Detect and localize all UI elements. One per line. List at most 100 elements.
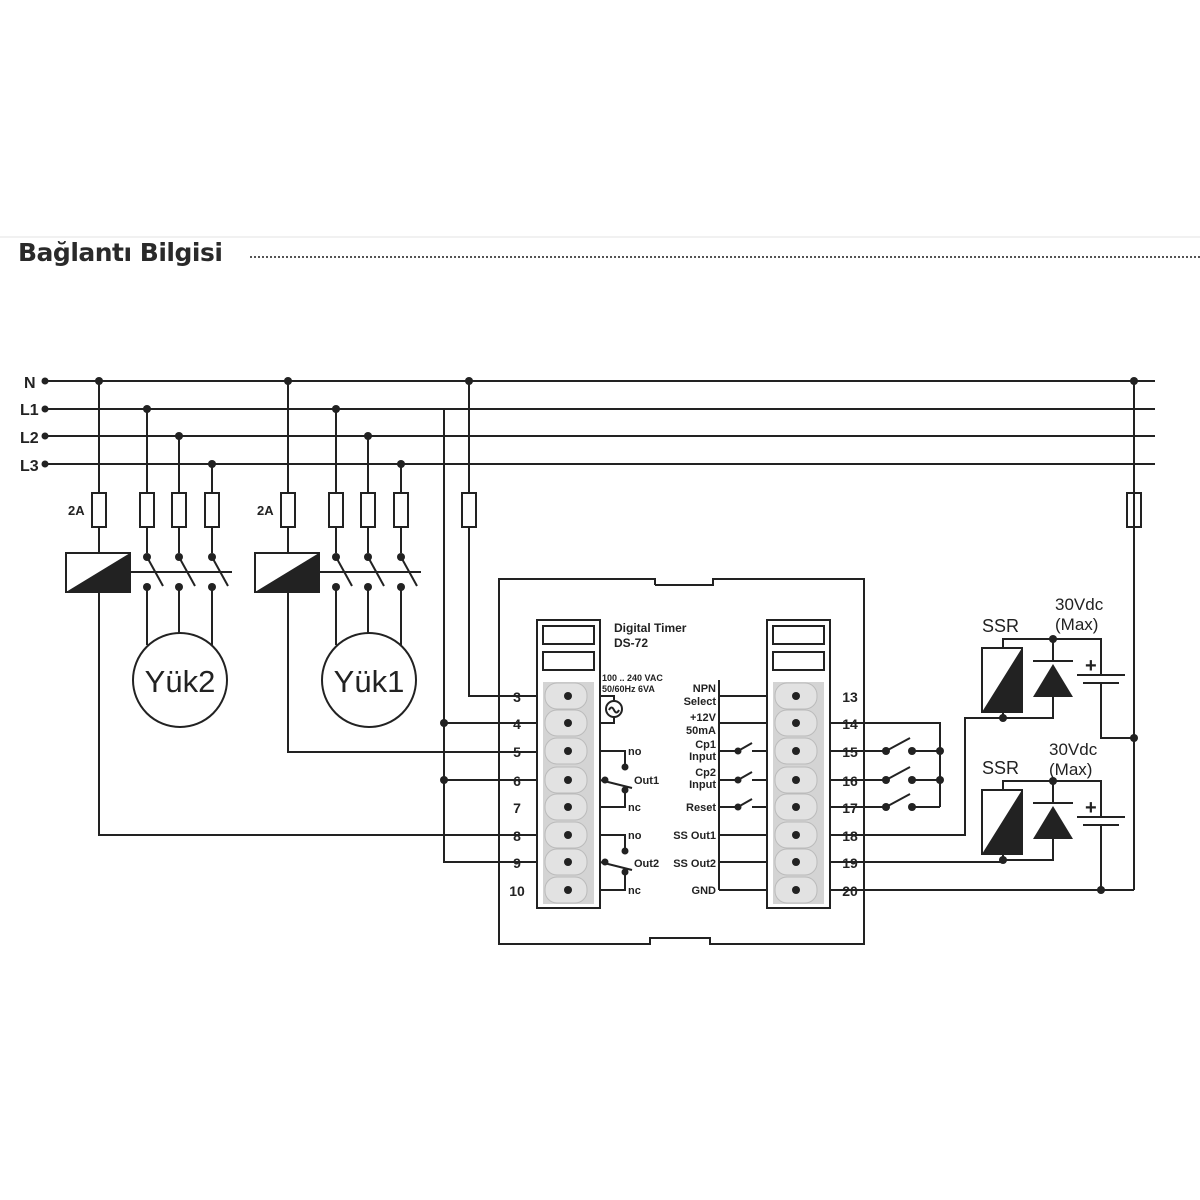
contact-blade	[178, 556, 196, 587]
ssr-voltage: 30Vdc	[1049, 740, 1098, 759]
contact-blade	[211, 556, 229, 587]
relay1-nc-label: nc	[628, 802, 641, 814]
relay-no-wire	[600, 750, 626, 767]
npn-select-label-2: Select	[684, 696, 717, 708]
terminal-number: 9	[513, 855, 521, 871]
external-switch	[885, 793, 911, 808]
diode-icon	[1033, 806, 1073, 839]
ssr-voltage: 30Vdc	[1055, 595, 1104, 614]
terminal-number: 8	[513, 828, 521, 844]
terminal-dot	[564, 719, 572, 727]
terminal-dot	[792, 692, 800, 700]
contact-blade	[367, 556, 385, 587]
relay-dot	[621, 763, 629, 771]
input-switch	[737, 798, 753, 808]
fuse-rating-label: 2A	[68, 503, 85, 518]
relay1-label: Out1	[634, 775, 659, 787]
top-blank-band	[0, 0, 1200, 238]
coil-fill	[255, 553, 319, 592]
terminal-dot	[792, 858, 800, 866]
junction-dot	[936, 776, 944, 784]
fuse-icon	[171, 492, 187, 528]
terminal-number: 6	[513, 773, 521, 789]
fuse-icon	[360, 492, 376, 528]
terminal-dot	[564, 803, 572, 811]
relay-nc-wire	[600, 790, 626, 808]
wire	[1100, 683, 1134, 739]
bus-lines: N L1 L2 L3	[20, 375, 1155, 475]
fuse-icon	[204, 492, 220, 528]
terminal-number: 5	[513, 744, 521, 760]
relay-switch	[599, 861, 633, 871]
relay2-nc-label: nc	[628, 885, 641, 897]
bus-label-n: N	[24, 375, 36, 392]
ssr-voltage-max: (Max)	[1049, 760, 1092, 779]
terminal-dot	[564, 831, 572, 839]
external-switch	[885, 737, 911, 752]
device-wiring-left	[98, 409, 537, 863]
relay-nc-wire	[600, 872, 626, 891]
terminal-dot	[564, 776, 572, 784]
terminal-dot	[792, 747, 800, 755]
dotted-leader	[250, 256, 1200, 258]
fuse-icon	[393, 492, 409, 528]
terminal-slot	[542, 625, 595, 645]
fuse-icon	[328, 492, 344, 528]
terminal-strip	[766, 619, 831, 909]
junction-dot	[999, 856, 1007, 864]
device-model: DS-72	[614, 636, 648, 650]
load-yuk2-label: Yük2	[145, 664, 216, 699]
supply-voltage: 100 .. 240 VAC	[602, 673, 663, 683]
ssr-voltage-max: (Max)	[1055, 615, 1098, 634]
bus-label-l1: L1	[20, 402, 39, 419]
junction-dot	[999, 714, 1007, 722]
junction-dot	[936, 747, 944, 755]
relay-no-wire	[600, 834, 626, 851]
contact-blade	[146, 556, 164, 587]
supply-frequency: 50/60Hz 6VA	[602, 684, 655, 694]
terminal-dot	[564, 858, 572, 866]
fuse-icon	[280, 492, 296, 528]
bus-label-l2: L2	[20, 430, 39, 447]
terminal-number: 7	[513, 800, 521, 816]
cp1-label: Cp1	[695, 739, 716, 751]
terminal-dot	[792, 776, 800, 784]
terminal-slot	[772, 651, 825, 671]
fuse-rating-label: 2A	[257, 503, 274, 518]
digital-timer-ds72: Digital Timer DS-72 100 .. 240 VAC 50/60…	[498, 578, 865, 945]
input-switch	[737, 771, 753, 781]
device-wiring-right	[829, 381, 1138, 894]
diode-icon	[1033, 664, 1073, 697]
terminal-number: 3	[513, 689, 521, 705]
device-name: Digital Timer	[614, 621, 687, 635]
contactors	[65, 552, 421, 645]
npn-select-label-1: NPN	[693, 683, 716, 695]
battery-plus-sign: +	[1085, 655, 1097, 677]
50ma-label: 50mA	[686, 725, 716, 737]
contact-blade	[400, 556, 418, 587]
battery-plus-sign: +	[1085, 797, 1097, 819]
bus-label-l3: L3	[20, 458, 39, 475]
input-switch	[737, 742, 753, 752]
relay2-label: Out2	[634, 858, 659, 870]
plus12v-label: +12V	[690, 712, 717, 724]
terminal-strip	[536, 619, 601, 909]
terminal-slot	[542, 651, 595, 671]
terminal-number: 13	[842, 689, 858, 705]
ss-out1-label: SS Out1	[673, 830, 716, 842]
relay-switch	[599, 779, 633, 789]
load-yuk2	[132, 632, 228, 728]
terminal-dot	[564, 886, 572, 894]
fuse-icon	[91, 492, 107, 528]
fuse-icon	[139, 492, 155, 528]
ssr-label: SSR	[982, 616, 1019, 636]
ss-out2-label: SS Out2	[673, 858, 716, 870]
load-yuk1-label: Yük1	[334, 664, 405, 699]
cp1-input-label: Input	[689, 751, 716, 763]
terminal-number: 10	[509, 883, 525, 899]
cp2-input-label: Input	[689, 779, 716, 791]
coil-fill	[66, 553, 130, 592]
terminal-slot	[772, 625, 825, 645]
